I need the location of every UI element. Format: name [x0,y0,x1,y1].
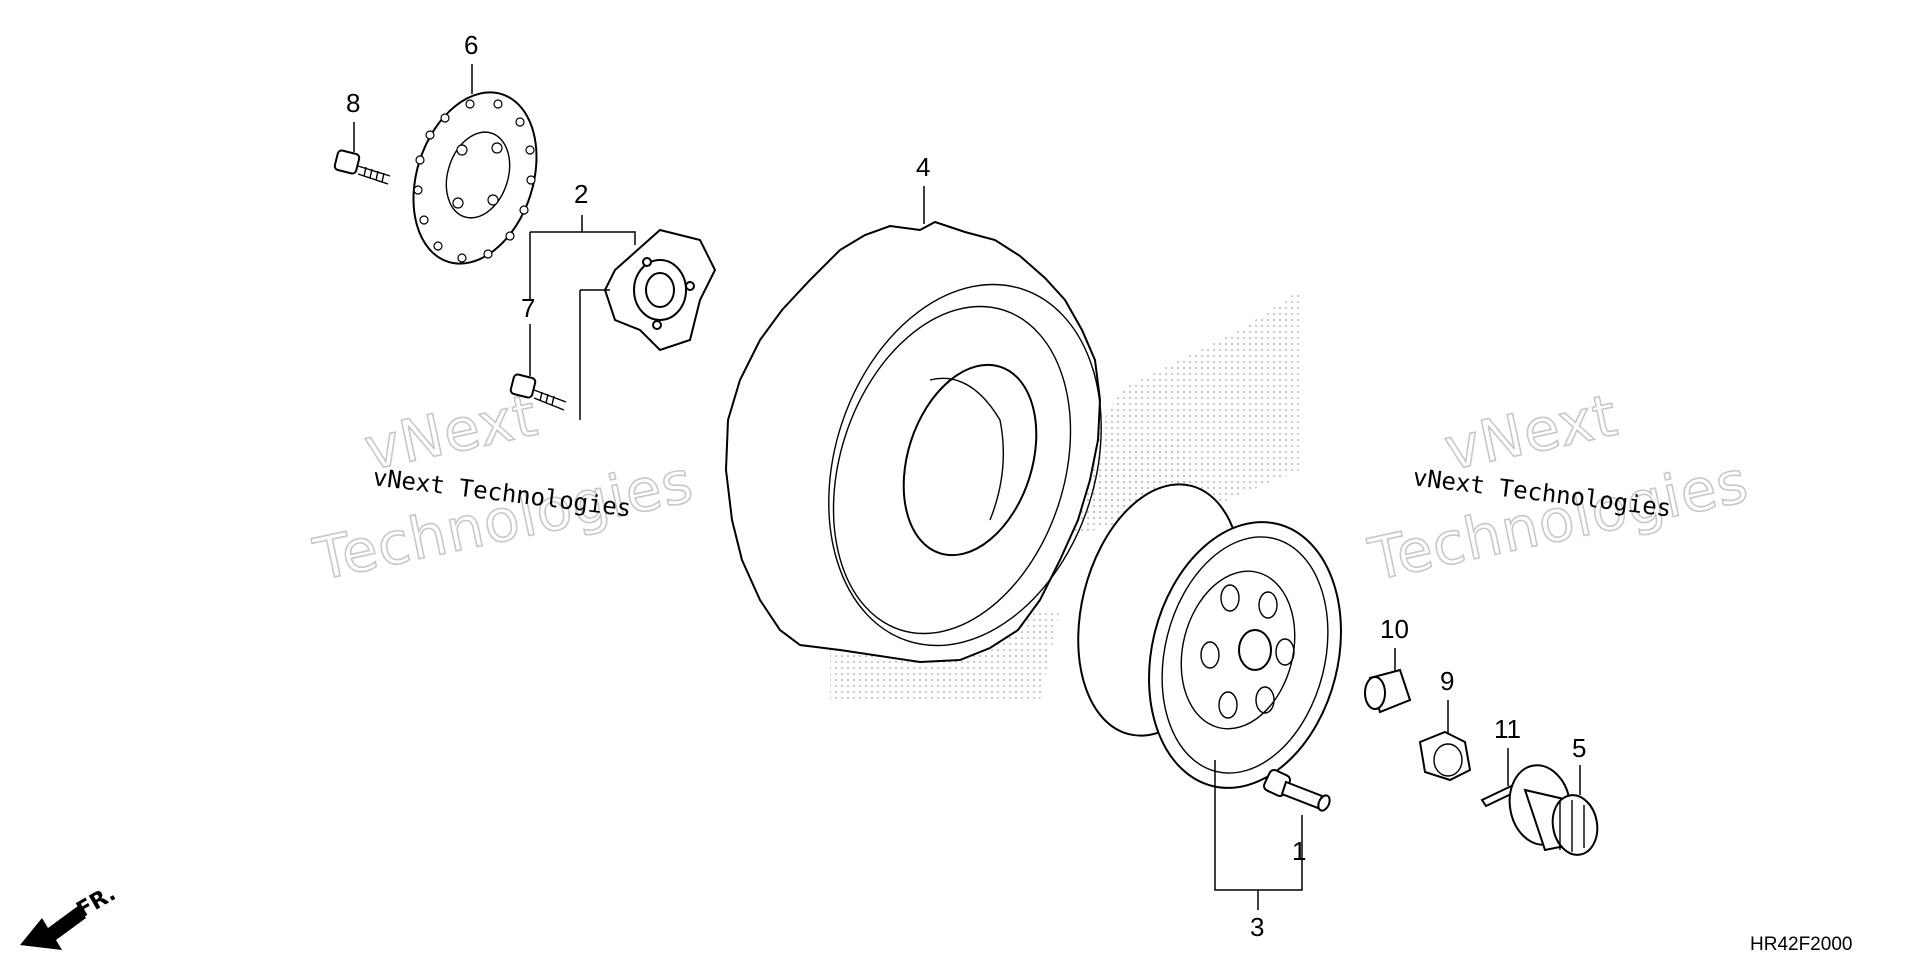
callout-1: 1 [1292,836,1306,866]
front-direction-indicator: FR. [20,881,120,950]
callouts: 8 6 2 7 4 1 3 10 9 11 5 [346,30,1586,942]
leader-lines [353,64,1581,910]
brake-disc [412,91,538,265]
watermark-big-bottom: Technologies [308,447,699,594]
callout-3: 3 [1250,912,1264,942]
callout-4: 4 [916,152,930,182]
wheel-rim [1077,483,1342,789]
valve-stem [1263,769,1331,812]
axle-nut [1418,730,1472,782]
collar [1364,668,1412,714]
callout-2: 2 [574,179,588,209]
hub-bolt [509,373,567,411]
callout-5: 5 [1572,733,1586,763]
watermark-big-top: vNext [1439,381,1624,484]
tire [724,220,1102,664]
callout-11: 11 [1494,714,1521,744]
diagram-code: HR42F2000 [1750,934,1852,955]
watermark-left: vNext Technologies vNext Technologies [307,380,700,595]
callout-7: 7 [521,293,535,323]
disc-bolt [333,149,391,185]
callout-6: 6 [464,30,478,60]
callout-10: 10 [1380,614,1409,644]
callout-9: 9 [1440,666,1454,696]
wheel-hub [603,228,717,352]
hub-cap [1508,764,1599,856]
watermark-right: vNext Technologies vNext Technologies [1362,380,1755,595]
callout-8: 8 [346,88,360,118]
